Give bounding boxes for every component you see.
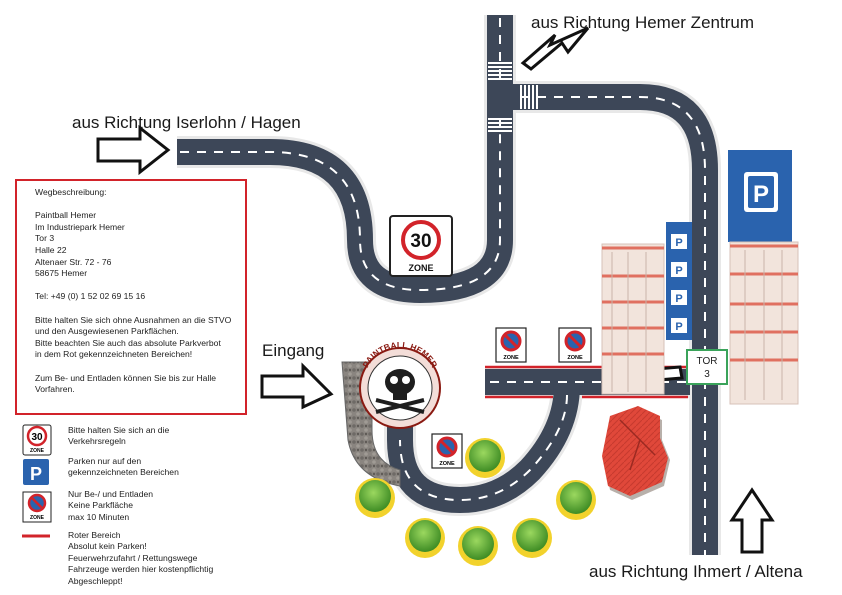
house-building bbox=[602, 406, 670, 500]
legend-parking-icon: P bbox=[23, 459, 49, 485]
info-line: und den Ausgewiesenen Parkflächen. bbox=[35, 326, 179, 337]
parking-strip: P P P P bbox=[666, 222, 692, 340]
direction-ihmert-altena: aus Richtung Ihmert / Altena bbox=[589, 562, 803, 581]
paintball-hemer-logo: PAINTBALL HEMER bbox=[359, 340, 441, 429]
info-line bbox=[35, 199, 245, 211]
svg-text:P: P bbox=[675, 321, 682, 333]
tree-icon bbox=[405, 518, 445, 558]
info-line: Tor 3 bbox=[35, 233, 55, 244]
info-line bbox=[35, 361, 245, 373]
legend-speed-text: Bitte halten Sie sich an die Verkehrsreg… bbox=[68, 425, 169, 448]
legend-line: Nur Be-/ und Entladen bbox=[68, 489, 154, 499]
legend-line: gekennzeichneten Bereichen bbox=[68, 467, 179, 478]
tree-icon bbox=[556, 480, 596, 520]
entrance-area bbox=[341, 361, 401, 487]
info-line: Bitte halten Sie sich ohne Ausnahmen an … bbox=[35, 314, 232, 325]
legend-line: max 10 Minuten bbox=[68, 511, 130, 522]
tree-icon bbox=[465, 438, 505, 478]
svg-text:P: P bbox=[675, 293, 682, 305]
legend-line: Keine Parkfläche bbox=[68, 500, 133, 511]
svg-text:ZONE: ZONE bbox=[503, 355, 519, 361]
svg-text:P: P bbox=[675, 265, 682, 277]
legend-line: Fahrzeuge werden hier kostenpflichtig bbox=[68, 564, 214, 575]
info-line: Im Industriepark Hemer bbox=[35, 221, 125, 232]
info-line: Bitte beachten Sie auch das absolute Par… bbox=[35, 337, 221, 348]
svg-text:30: 30 bbox=[31, 432, 43, 443]
info-line: in dem Rot gekennzeichneten Bereichen! bbox=[35, 349, 193, 360]
legend-no-parking-text: Nur Be-/ und Entladen Keine Parkfläche m… bbox=[68, 489, 153, 523]
gate-number: 3 bbox=[704, 369, 710, 380]
arrow-iserlohn-icon bbox=[96, 124, 171, 176]
legend-line: Feuerwehrzufahrt / Rettungswege bbox=[68, 552, 198, 563]
svg-text:ZONE: ZONE bbox=[567, 355, 583, 361]
speed-limit-30-sign: 30 ZONE bbox=[389, 215, 453, 277]
info-line bbox=[35, 303, 245, 315]
arrow-eingang-icon bbox=[260, 362, 334, 410]
svg-text:ZONE: ZONE bbox=[30, 448, 45, 454]
no-parking-sign-1: ZONE bbox=[495, 327, 527, 363]
entrance-label: Eingang bbox=[262, 341, 325, 360]
info-line: Altenaer Str. 72 - 76 bbox=[35, 256, 112, 267]
info-line: Paintball Hemer bbox=[35, 210, 97, 221]
info-line: 58675 Hemer bbox=[35, 268, 88, 279]
svg-text:ZONE: ZONE bbox=[30, 515, 45, 521]
info-line: Wegbeschreibung: bbox=[35, 187, 107, 197]
info-line: Tel: +49 (0) 1 52 02 69 15 16 bbox=[35, 291, 146, 302]
legend-speed-icon: 30 ZONE bbox=[22, 424, 52, 456]
svg-text:P: P bbox=[30, 464, 42, 484]
arrow-hemer-icon bbox=[520, 26, 590, 71]
info-line bbox=[35, 280, 245, 292]
legend-line: Roter Bereich bbox=[68, 530, 121, 540]
no-parking-sign-2: ZONE bbox=[558, 327, 592, 363]
road-iserlohn bbox=[177, 15, 513, 303]
road-network bbox=[177, 15, 721, 555]
tree-icon bbox=[355, 478, 395, 518]
legend-line: Verkehrsregeln bbox=[68, 436, 126, 447]
svg-text:P: P bbox=[753, 181, 769, 208]
info-line: Vorfahren. bbox=[35, 384, 75, 395]
svg-text:30: 30 bbox=[410, 231, 431, 252]
svg-text:ZONE: ZONE bbox=[439, 461, 455, 467]
info-line: Zum Be- und Entladen können Sie bis zur … bbox=[35, 372, 217, 383]
legend-no-parking-icon: ZONE bbox=[22, 491, 52, 523]
legend-line: Absolut kein Parken! bbox=[68, 541, 147, 552]
gate-tor-3: TOR 3 bbox=[686, 349, 728, 385]
direction-iserlohn-hagen: aus Richtung Iserlohn / Hagen bbox=[72, 113, 301, 132]
legend-parking-text: Parken nur auf den gekennzeichneten Bere… bbox=[68, 456, 179, 479]
hall-building-left bbox=[601, 243, 665, 395]
svg-text:P: P bbox=[675, 237, 682, 249]
gate-label: TOR bbox=[696, 356, 718, 367]
legend-line: Bitte halten Sie sich an die bbox=[68, 425, 170, 435]
legend-red-zone-text: Roter Bereich Absolut kein Parken! Feuer… bbox=[68, 530, 213, 587]
legend-line: Parken nur auf den bbox=[68, 456, 142, 466]
tree-icon bbox=[512, 518, 552, 558]
trees bbox=[355, 438, 596, 566]
info-line: Halle 22 bbox=[35, 244, 67, 255]
hall-building-right bbox=[729, 241, 799, 405]
tree-icon bbox=[458, 526, 498, 566]
legend-line: Abgeschleppt! bbox=[68, 575, 123, 586]
parking-area-large: P bbox=[728, 150, 792, 242]
svg-text:ZONE: ZONE bbox=[408, 263, 433, 273]
arrow-ihmert-icon bbox=[729, 487, 775, 554]
no-parking-sign-3: ZONE bbox=[431, 433, 463, 469]
direction-hemer-zentrum: aus Richtung Hemer Zentrum bbox=[531, 13, 754, 32]
